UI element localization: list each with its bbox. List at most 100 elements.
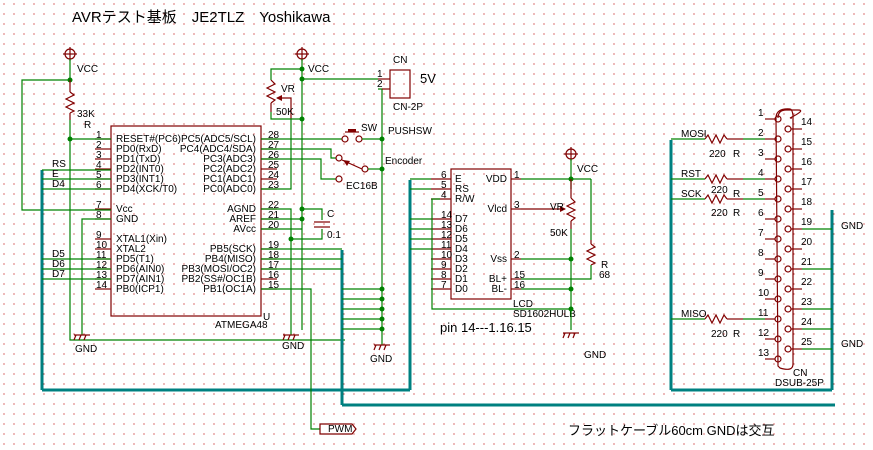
dsub-pin-num: 18 bbox=[801, 197, 813, 208]
lcd-pin-name: D4 bbox=[455, 244, 468, 255]
mcu-pin-num: 22 bbox=[268, 200, 280, 211]
push-switch[interactable]: SW PUSHSW bbox=[341, 123, 432, 143]
encoder-part: EC16B bbox=[346, 181, 378, 192]
dsub-pin-contact bbox=[784, 225, 792, 233]
lcd-pin-name: R/W bbox=[455, 194, 475, 205]
lcd-pin-name: VDD bbox=[486, 174, 507, 185]
cap-value: 0.1 bbox=[327, 230, 341, 241]
wire bbox=[270, 68, 302, 80]
lcd-pin-name: RS bbox=[455, 184, 469, 195]
mcu-pin-num: 12 bbox=[96, 260, 108, 271]
svg-text:220: 220 bbox=[711, 329, 728, 340]
dsub-pin-num: 20 bbox=[801, 237, 813, 248]
resistor-68: R 68 bbox=[585, 240, 611, 281]
mcu-pin-name: PD0(RxD) bbox=[116, 144, 162, 155]
lcd-pin-name: D5 bbox=[455, 234, 468, 245]
mcu-pin-num: 23 bbox=[268, 180, 280, 191]
svg-text:R: R bbox=[733, 149, 740, 160]
sig-miso: MISO bbox=[681, 309, 707, 320]
dsub-pin-contact bbox=[784, 345, 792, 353]
r68-value: 68 bbox=[599, 270, 611, 281]
dsub-pin-num: 6 bbox=[758, 208, 764, 219]
resistor-sck: SCK R 220 R bbox=[671, 189, 765, 219]
r33k-value: 33K bbox=[77, 109, 95, 120]
lcd-pin-name: BL+ bbox=[489, 274, 507, 285]
dsub-pin-num: 13 bbox=[758, 348, 770, 359]
svg-text:1: 1 bbox=[377, 69, 383, 80]
encoder-ref: Encoder bbox=[385, 156, 423, 167]
lcd-ref: LCD bbox=[513, 299, 533, 310]
potentiometer-vr1[interactable]: VR 50K bbox=[265, 79, 295, 119]
dsub-pin-num: 22 bbox=[801, 277, 813, 288]
vr2-value: 50K bbox=[550, 228, 568, 239]
dsub-pin-num: 21 bbox=[801, 257, 813, 268]
dsub-pin-num: 5 bbox=[758, 188, 764, 199]
wire-rw bbox=[431, 198, 571, 310]
dsub-pin-contact bbox=[774, 255, 782, 263]
pwm-port[interactable]: PWM bbox=[319, 423, 357, 435]
lcd-pin-num: 6 bbox=[441, 170, 447, 181]
mcu-pin-num: 28 bbox=[268, 130, 280, 141]
mcu-pin-name: PD3(INT1) bbox=[116, 174, 164, 185]
net-e: E bbox=[52, 169, 59, 180]
dsub-pin-contact bbox=[784, 245, 792, 253]
mcu-pin-num: 21 bbox=[268, 210, 280, 221]
lcd-pin-num: 5 bbox=[441, 180, 447, 191]
gnd-symbol-2: GND bbox=[282, 334, 304, 352]
resistor-rst: RST 220 bbox=[671, 169, 765, 196]
dsub-gnd-label-1: GND bbox=[841, 221, 863, 232]
r33k-ref: R bbox=[84, 120, 91, 131]
lcd-pin-name: D3 bbox=[455, 254, 468, 265]
mcu-pin-num: 9 bbox=[96, 230, 102, 241]
mcu-pin-num: 5 bbox=[96, 170, 102, 181]
wire-vcc-pin7 bbox=[21, 79, 111, 211]
dsub-pin-contact bbox=[774, 335, 782, 343]
mcu-pin-num: 11 bbox=[96, 250, 107, 261]
mcu-pin-num: 14 bbox=[96, 280, 108, 291]
dsub-pin-num: 16 bbox=[801, 157, 813, 168]
mcu-pin-name: RESET#(PC6) bbox=[116, 134, 181, 145]
connector-5v[interactable]: 1 2 CN CN-2P 5V bbox=[377, 55, 436, 113]
dsub-pin-contact bbox=[774, 315, 782, 323]
mcu-pin-num: 8 bbox=[96, 210, 102, 221]
lcd-pin-num: 10 bbox=[441, 250, 453, 261]
mcu-pin-num: 24 bbox=[268, 170, 280, 181]
dsub-pin-num: 8 bbox=[758, 248, 764, 259]
dsub-pin-contact bbox=[774, 215, 782, 223]
dsub-pin-num: 15 bbox=[801, 137, 813, 148]
lcd-pin-num: 1 bbox=[514, 170, 520, 181]
dsub-pin-contact bbox=[784, 285, 792, 293]
mcu-pin-name: PC0(ADC0) bbox=[203, 184, 256, 195]
mcu-pin-name: PD4(XCK/T0) bbox=[116, 184, 177, 195]
mcu-pin-name: PC2(ADC2) bbox=[203, 164, 256, 175]
dsub-pin-num: 24 bbox=[801, 317, 813, 328]
lcd-pin-name: Vlcd bbox=[488, 204, 507, 215]
wire-agnd bbox=[261, 208, 292, 335]
lcd-pin-num: 15 bbox=[514, 270, 526, 281]
gnd-symbol-3: GND bbox=[370, 344, 392, 365]
lcd-pin-name: E bbox=[455, 174, 462, 185]
svg-text:220: 220 bbox=[709, 149, 726, 160]
mcu-pin-name: PC3(ADC3) bbox=[203, 154, 256, 165]
lcd-pin-name: D2 bbox=[455, 264, 468, 275]
dsub-pin-contact bbox=[774, 135, 782, 143]
mcu-pin-num: 10 bbox=[96, 240, 108, 251]
mcu-pin-num: 4 bbox=[96, 160, 102, 171]
lcd-pin-num: 14 bbox=[441, 210, 453, 221]
mcu-pin-name: AREF bbox=[229, 214, 256, 225]
dsub-pin-num: 19 bbox=[801, 217, 813, 228]
title: AVRテスト基板 JE2TLZ Yoshikawa bbox=[72, 8, 331, 26]
wire-rst-bus bbox=[69, 330, 345, 341]
lcd-pin-num: 11 bbox=[441, 240, 452, 251]
note-cable: フラットケーブル60cm GNDは交互 bbox=[568, 423, 775, 438]
potentiometer-vr2[interactable]: VR 50K bbox=[521, 197, 577, 239]
vcc-label: VCC bbox=[308, 64, 329, 75]
sig-mosi: MOSI bbox=[681, 129, 707, 140]
lcd-pin-num: 4 bbox=[441, 190, 447, 201]
rotary-encoder[interactable]: Encoder EC16B bbox=[335, 154, 423, 192]
